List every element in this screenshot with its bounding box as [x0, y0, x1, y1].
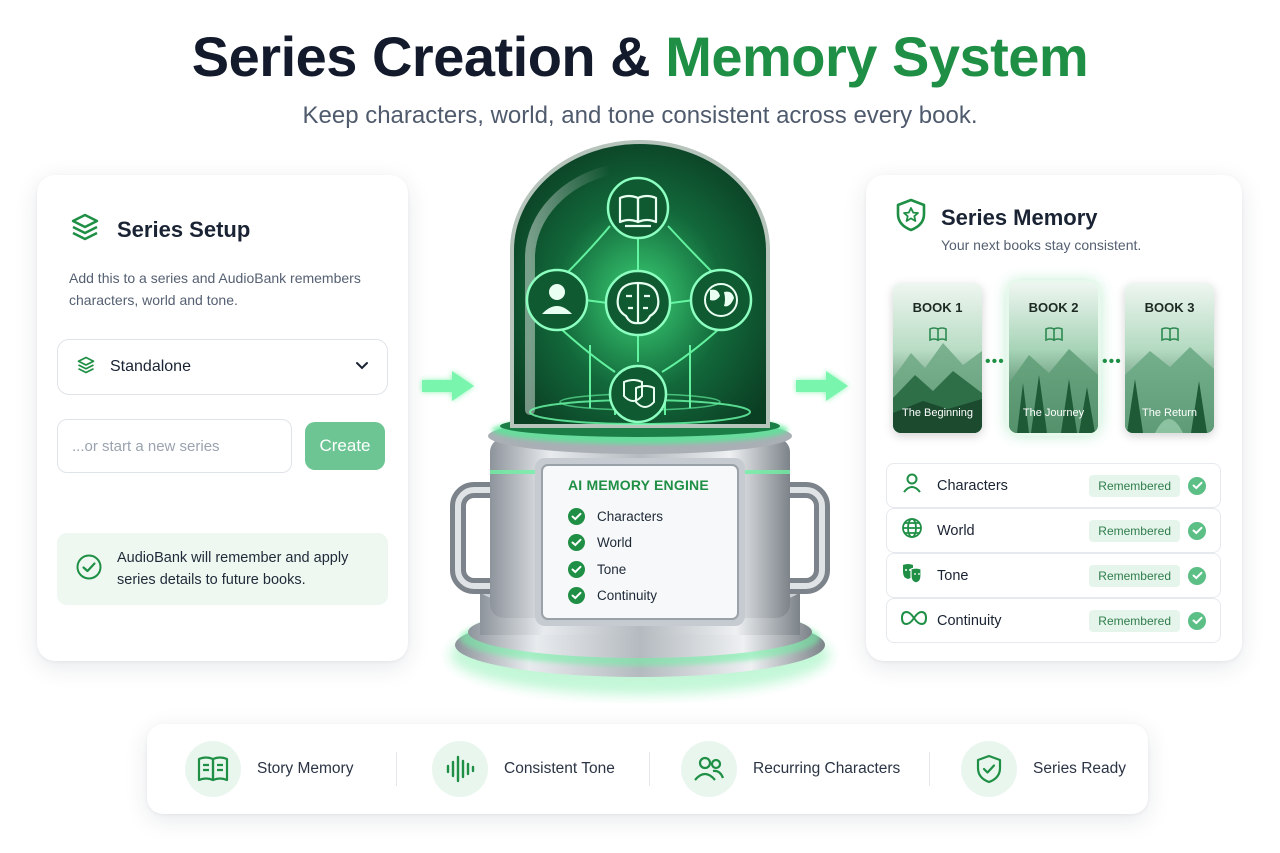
layers-icon — [69, 211, 101, 248]
engine-item: Characters — [568, 503, 738, 530]
feature-story-memory: Story Memory — [185, 741, 353, 797]
check-icon — [568, 560, 585, 578]
check-icon — [1188, 476, 1206, 495]
status-badge: Remembered — [1089, 519, 1180, 542]
check-icon — [1188, 521, 1206, 540]
book-label: BOOK 2 — [1028, 300, 1079, 315]
sound-wave-icon — [432, 741, 488, 797]
book-name: The Beginning — [902, 407, 973, 419]
feature-label: Recurring Characters — [753, 760, 901, 777]
feature-label: Series Ready — [1033, 760, 1127, 777]
check-icon — [568, 534, 585, 552]
memory-title: Series Memory — [941, 204, 1098, 230]
status-badge: Remembered — [1089, 474, 1180, 497]
open-book-icon — [185, 741, 241, 797]
feature-label: Consistent Tone — [504, 760, 615, 777]
check-circle-icon — [75, 553, 103, 586]
book-name: The Journey — [1022, 407, 1085, 419]
book-card[interactable]: BOOK 2 The Journey — [1009, 283, 1098, 433]
series-select[interactable]: Standalone — [57, 339, 388, 395]
engine-item-label: Characters — [597, 508, 664, 524]
globe-icon — [901, 517, 923, 544]
memory-row-tone: Tone Remembered — [886, 553, 1221, 598]
new-series-input[interactable] — [57, 419, 292, 473]
series-select-value: Standalone — [110, 358, 191, 375]
feature-label: Story Memory — [257, 760, 354, 777]
flow-arrow-icon — [792, 366, 854, 411]
book-name: The Return — [1141, 407, 1198, 419]
book-connector: ••• — [985, 353, 1005, 370]
memory-row-label: Continuity — [937, 612, 1002, 629]
engine-item: World — [568, 530, 738, 557]
book-label: BOOK 3 — [1144, 300, 1195, 315]
status-badge: Remembered — [1089, 609, 1180, 632]
ai-memory-engine: AI MEMORY ENGINE Characters World Tone C… — [440, 140, 840, 710]
page-title: Series Creation & Memory System — [0, 22, 1280, 92]
setup-title: Series Setup — [117, 216, 251, 242]
memory-row-world: World Remembered — [886, 508, 1221, 553]
remember-note-text: AudioBank will remember and apply series… — [117, 550, 349, 588]
memory-row-continuity: Continuity Remembered — [886, 598, 1221, 643]
remember-note: AudioBank will remember and apply series… — [57, 533, 388, 605]
engine-panel: AI MEMORY ENGINE Characters World Tone C… — [568, 477, 738, 609]
engine-item-label: Continuity — [597, 588, 658, 604]
create-button[interactable]: Create — [305, 422, 385, 470]
book-card[interactable]: BOOK 1 The Beginning — [893, 283, 982, 433]
memory-row-label: Characters — [937, 477, 1008, 494]
title-main: Series Creation & — [191, 25, 666, 88]
infinity-icon — [900, 610, 928, 630]
check-icon — [568, 587, 585, 605]
theater-masks-icon — [901, 562, 923, 589]
feature-strip: Story Memory Consistent Tone Recurring C… — [147, 724, 1148, 814]
engine-title: AI MEMORY ENGINE — [568, 477, 709, 493]
open-book-icon — [1045, 327, 1063, 346]
feature-divider — [649, 752, 650, 786]
engine-item-label: World — [597, 535, 633, 551]
title-accent: Memory System — [665, 25, 1089, 88]
feature-consistent-tone: Consistent Tone — [432, 741, 615, 797]
engine-list: Characters World Tone Continuity — [568, 503, 738, 609]
setup-description: Add this to a series and AudioBank remem… — [69, 270, 361, 308]
open-book-icon — [1161, 327, 1179, 346]
user-icon — [901, 472, 923, 499]
open-book-icon — [929, 327, 947, 346]
chevron-down-icon — [355, 358, 369, 376]
users-icon — [681, 741, 737, 797]
book-label: BOOK 1 — [912, 300, 963, 315]
engine-item-label: Tone — [597, 561, 627, 577]
status-badge: Remembered — [1089, 564, 1180, 587]
page-subtitle: Keep characters, world, and tone consist… — [302, 102, 978, 129]
memory-row-label: World — [937, 522, 975, 539]
engine-item: Continuity — [568, 583, 738, 610]
check-icon — [568, 507, 585, 525]
layers-icon — [76, 355, 96, 380]
feature-divider — [396, 752, 397, 786]
memory-row-label: Tone — [937, 567, 969, 584]
feature-series-ready: Series Ready — [961, 741, 1126, 797]
engine-item: Tone — [568, 556, 738, 583]
feature-divider — [929, 752, 930, 786]
memory-header: Series Memory — [894, 197, 1098, 238]
series-setup-card: Series Setup Add this to a series and Au… — [37, 175, 408, 661]
check-icon — [1188, 566, 1206, 585]
shield-check-icon — [961, 741, 1017, 797]
check-icon — [1188, 611, 1206, 630]
header: Series Creation & Memory System Keep cha… — [0, 22, 1280, 130]
shield-star-icon — [894, 197, 928, 238]
book-connector: ••• — [1102, 353, 1122, 370]
memory-row-characters: Characters Remembered — [886, 463, 1221, 508]
flow-arrow-icon — [418, 366, 480, 411]
book-card[interactable]: BOOK 3 The Return — [1125, 283, 1214, 433]
feature-recurring-characters: Recurring Characters — [681, 741, 900, 797]
memory-capsule-illustration — [450, 140, 830, 695]
memory-subtitle: Your next books stay consistent. — [941, 237, 1142, 253]
series-memory-card: Series Memory Your next books stay consi… — [866, 175, 1242, 661]
setup-header: Series Setup — [69, 211, 250, 248]
